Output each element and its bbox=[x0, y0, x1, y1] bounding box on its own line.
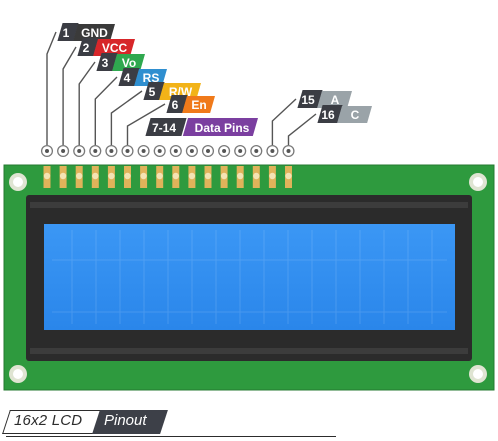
pin-data-label: Data Pins bbox=[195, 121, 250, 135]
pin-5-tag-label-box bbox=[159, 83, 201, 100]
pin-4-tag-number: 4 bbox=[124, 71, 131, 85]
header-pin-11 bbox=[201, 144, 215, 158]
pin-6-tag-label-box bbox=[182, 96, 215, 113]
leader-pin-3 bbox=[78, 61, 96, 145]
header-pin-7 bbox=[137, 144, 150, 158]
pin-15-tag-label-box bbox=[317, 91, 352, 108]
solder-pad-16 bbox=[285, 166, 292, 188]
pin-data-number: 7-14 bbox=[152, 121, 176, 135]
header-pin-row bbox=[40, 144, 295, 158]
solder-pad-3 bbox=[75, 166, 83, 188]
pin-4-tag-label-box bbox=[134, 69, 167, 86]
caption-title: 16x2 LCD bbox=[14, 412, 83, 429]
solder-pad-4 bbox=[91, 166, 99, 188]
solder-pads bbox=[43, 166, 292, 188]
pin-3-tag-number-box bbox=[96, 53, 118, 71]
pin-6-tag: 6 En bbox=[166, 95, 215, 113]
pin-16-tag: 16 C bbox=[317, 105, 372, 123]
pin-6-tag-number-box bbox=[166, 95, 188, 113]
leader-pin-6 bbox=[126, 103, 166, 145]
pin-2-tag: 2 VCC bbox=[77, 38, 135, 56]
header-pin-14 bbox=[250, 144, 263, 158]
pin-2-tag-label: VCC bbox=[102, 41, 128, 55]
solder-pad-13 bbox=[236, 166, 244, 188]
solder-pad-7 bbox=[140, 166, 148, 188]
pin-3-tag-number: 3 bbox=[102, 56, 109, 70]
pin-3-tag: 3 Vo bbox=[96, 53, 145, 71]
pin-4-tag: 4 RS bbox=[118, 68, 167, 86]
header-pin-2 bbox=[57, 144, 70, 158]
pin-2-tag-label-box bbox=[93, 39, 135, 56]
header-pin-9 bbox=[169, 144, 182, 158]
pin-6-tag-label: En bbox=[191, 98, 206, 112]
leader-pin-4 bbox=[94, 76, 118, 145]
pin-5-tag-number-box bbox=[143, 82, 165, 100]
header-pin-12 bbox=[218, 144, 231, 158]
solder-pad-6 bbox=[124, 166, 131, 188]
solder-pad-8 bbox=[156, 166, 164, 188]
mounting-holes bbox=[9, 173, 487, 383]
header-pin-8 bbox=[153, 144, 166, 158]
pin-5-tag-number: 5 bbox=[149, 85, 156, 99]
solder-pad-2 bbox=[59, 166, 67, 188]
solder-pad-14 bbox=[252, 166, 260, 188]
pin-16-tag-label: C bbox=[351, 108, 360, 122]
solder-pad-12 bbox=[220, 166, 228, 188]
pin-16-tag-number: 16 bbox=[321, 108, 335, 122]
pin-1-tag-number: 1 bbox=[63, 26, 70, 40]
pin-3-tag-label: Vo bbox=[122, 56, 136, 70]
solder-pad-15 bbox=[268, 166, 276, 188]
pin-1-tag-label-box bbox=[73, 24, 115, 41]
caption: 16x2 LCD Pinout bbox=[0, 408, 498, 441]
pin-16-tag-label-box bbox=[337, 106, 372, 123]
lcd-character-grid bbox=[52, 230, 447, 324]
leader-pin-2 bbox=[62, 46, 77, 145]
pin-15-tag-label: A bbox=[331, 93, 340, 107]
pin-1-tag-label: GND bbox=[81, 26, 108, 40]
header-pin-5 bbox=[105, 144, 118, 158]
solder-pad-9 bbox=[172, 166, 180, 188]
header-pin-15 bbox=[266, 144, 279, 158]
header-pin-6 bbox=[121, 144, 134, 158]
header-pin-4 bbox=[89, 144, 102, 158]
pcb-edge bbox=[3, 164, 495, 391]
pin-1-tag-number-box bbox=[57, 23, 79, 41]
caption-subtitle: Pinout bbox=[104, 412, 147, 429]
header-pin-16 bbox=[282, 144, 295, 158]
pin-16-tag-number-box bbox=[317, 105, 343, 123]
leader-pin-5 bbox=[110, 90, 143, 145]
header-pin-10 bbox=[185, 144, 198, 158]
header-pin-3 bbox=[73, 144, 86, 158]
header-pin-1 bbox=[40, 144, 54, 158]
pin-data-tag: 7-14 Data Pins bbox=[145, 118, 258, 136]
bezel-top-rail bbox=[30, 202, 468, 208]
solder-pad-10 bbox=[188, 166, 196, 188]
pin-4-tag-number-box bbox=[118, 68, 140, 86]
solder-pad-1 bbox=[43, 166, 51, 188]
solder-pad-11 bbox=[204, 166, 212, 188]
pin-2-tag-number-box bbox=[77, 38, 99, 56]
pin-3-tag-label-box bbox=[112, 54, 145, 71]
pin-15-tag-number: 15 bbox=[301, 93, 315, 107]
pin-1-tag: 1 GND bbox=[57, 23, 115, 41]
pin-15-tag-number-box bbox=[297, 90, 323, 108]
pin-2-tag-number: 2 bbox=[83, 41, 90, 55]
bezel-bottom-rail bbox=[30, 348, 468, 354]
pin-15-tag: 15 A bbox=[297, 90, 352, 108]
header-pin-13 bbox=[234, 144, 247, 158]
pin-6-tag-number: 6 bbox=[172, 98, 179, 112]
leader-pin-15 bbox=[271, 98, 297, 145]
leader-pin-16 bbox=[287, 113, 317, 145]
solder-pad-5 bbox=[107, 166, 115, 188]
caption-underline bbox=[6, 436, 336, 437]
pin-leader-lines bbox=[46, 31, 317, 145]
pin-4-tag-label: RS bbox=[143, 71, 160, 85]
leader-pin-1 bbox=[46, 31, 57, 145]
